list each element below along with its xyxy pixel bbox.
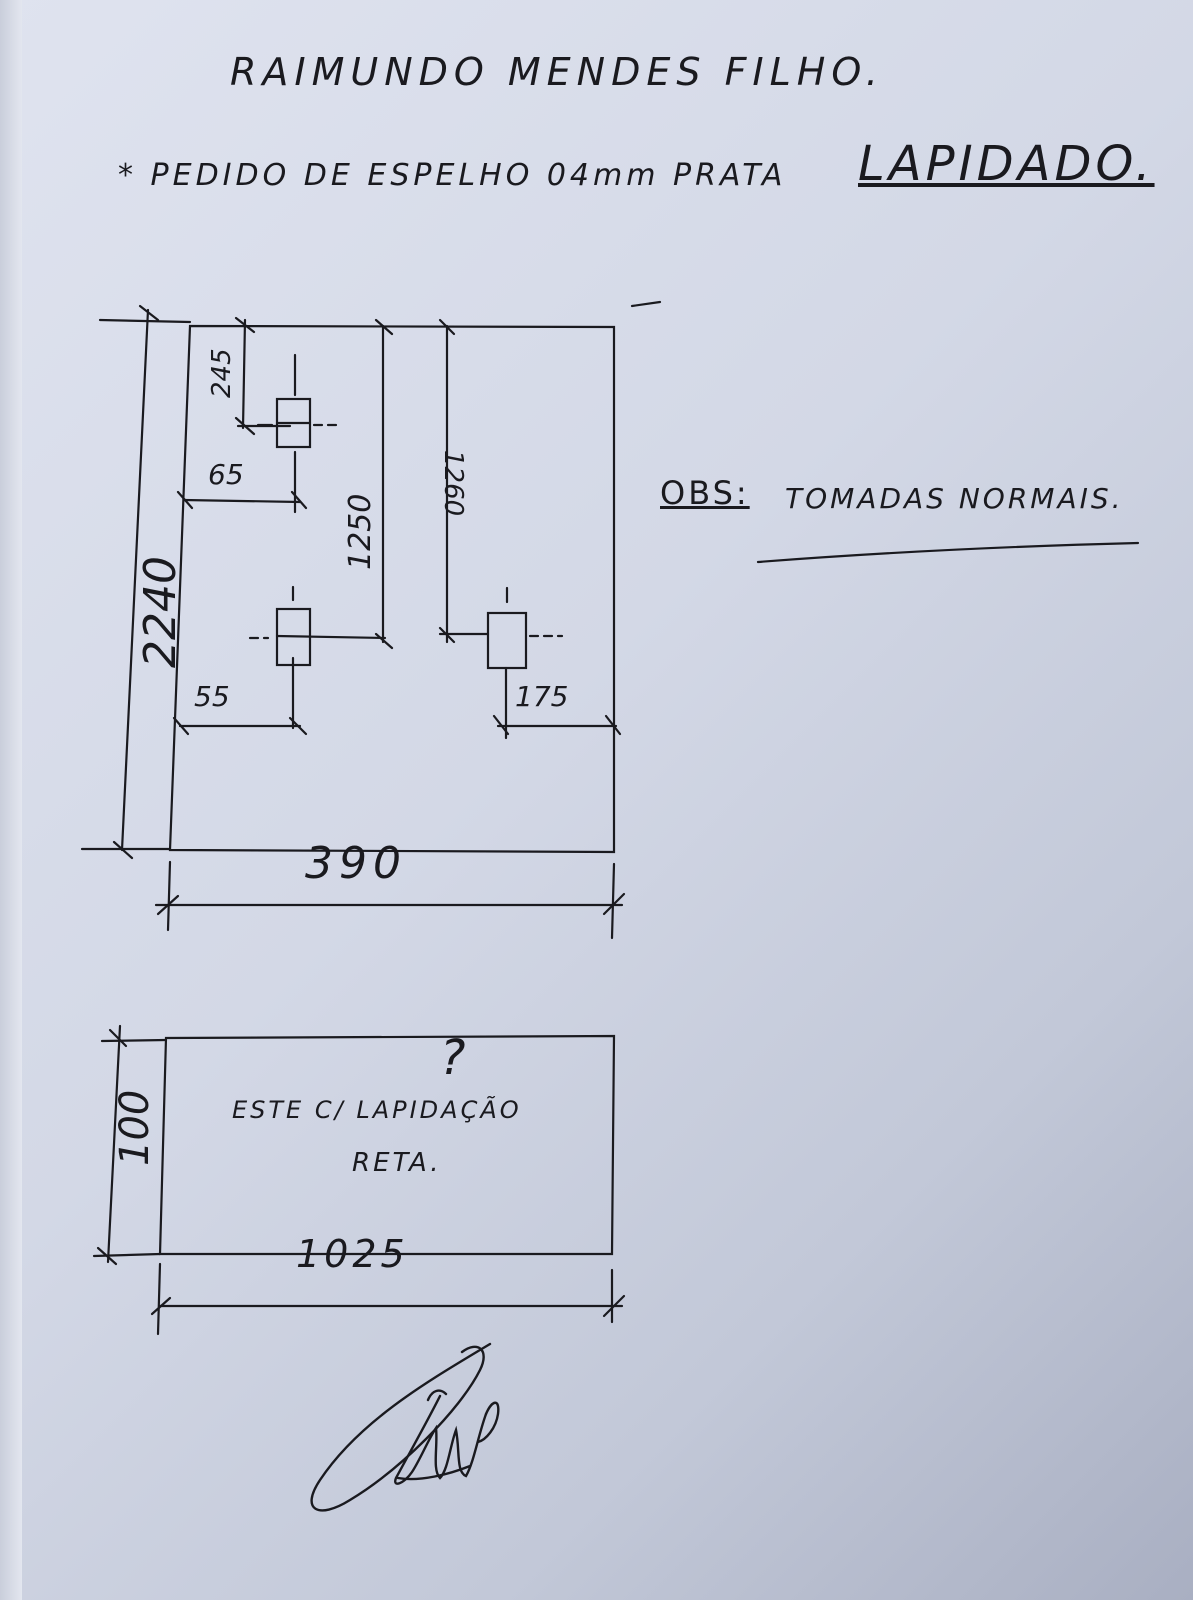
dim-1260: 1260 bbox=[438, 450, 468, 517]
order-finish-emphasis: LAPIDADO. bbox=[858, 136, 1155, 192]
secondary-height-dimension-line bbox=[106, 1024, 122, 1264]
signature bbox=[310, 1342, 500, 1512]
main-mirror-outline bbox=[168, 324, 616, 854]
secondary-note-line1: ESTE C/ LAPIDAÇÃO bbox=[232, 1096, 522, 1124]
secondary-mirror-outline bbox=[158, 1034, 616, 1256]
dim-width-1025: 1025 bbox=[296, 1232, 409, 1276]
dim-55: 55 bbox=[194, 680, 230, 713]
order-description: * PEDIDO DE ESPELHO 04mm PRATA bbox=[118, 158, 787, 193]
secondary-note-line2: RETA. bbox=[352, 1148, 442, 1178]
height-dimension-line bbox=[120, 308, 150, 852]
dim-175: 175 bbox=[515, 680, 569, 713]
dim-65: 65 bbox=[208, 458, 244, 491]
obs-underline bbox=[756, 541, 1140, 564]
dim-height-100: 100 bbox=[112, 1089, 158, 1166]
obs-label: OBS: bbox=[660, 474, 750, 512]
question-mark: ? bbox=[440, 1030, 466, 1086]
obs-text: TOMADAS NORMAIS. bbox=[785, 482, 1124, 515]
paper-edge bbox=[0, 0, 22, 1600]
dim-height-2240: 2240 bbox=[135, 556, 186, 668]
dim-1250: 1250 bbox=[343, 493, 378, 570]
dim-245: 245 bbox=[207, 348, 237, 398]
outlet-right bbox=[486, 611, 528, 670]
dim-width-390: 390 bbox=[305, 838, 407, 889]
customer-name-title: RAIMUNDO MENDES FILHO. bbox=[230, 50, 884, 94]
